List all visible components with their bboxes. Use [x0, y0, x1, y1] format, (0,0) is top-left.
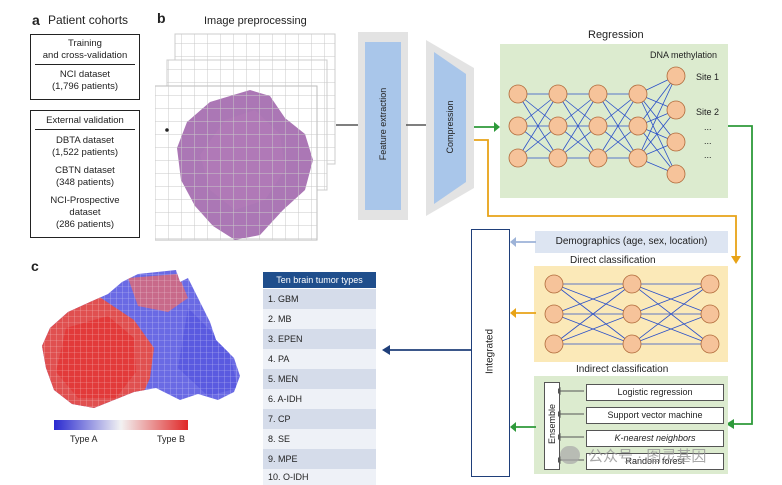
- watermark: 公众号 · 图灵基因: [588, 448, 707, 465]
- tumor-types-table: Ten brain tumor types 1. GBM 2. MB 3. EP…: [263, 272, 376, 485]
- regression-panel: DNA methylation Site 1 Site 2 ... ... ..…: [500, 44, 728, 198]
- tumor-row: 9. MPE: [263, 449, 376, 469]
- arrow-from-direct: [510, 308, 536, 318]
- cbtn-dataset-name: CBTN dataset: [55, 165, 115, 176]
- demographics-box: Demographics (age, sex, location): [535, 231, 728, 253]
- regression-network: [508, 66, 686, 184]
- slide-tiles-illustration: [155, 33, 336, 241]
- compression-block: [426, 40, 474, 216]
- integrated-label: Integrated: [484, 328, 496, 375]
- ellipsis-1: ...: [704, 122, 712, 132]
- external-validation-box: External validation DBTA dataset (1,522 …: [30, 110, 140, 238]
- panel-b-letter: b: [157, 10, 166, 26]
- logistic-regression-box: Logistic regression: [586, 384, 724, 401]
- arrow-from-demographics: [510, 237, 536, 247]
- training-box: Training and cross-validation NCI datase…: [30, 34, 140, 100]
- compression-label: Compression: [445, 100, 455, 154]
- tumor-row: 3. EPEN: [263, 329, 376, 349]
- tumor-row: 7. CP: [263, 409, 376, 429]
- image-preprocessing-label: Image preprocessing: [204, 15, 307, 27]
- tumor-table-header: Ten brain tumor types: [263, 272, 376, 288]
- tumor-row: 8. SE: [263, 429, 376, 449]
- external-title: External validation: [35, 115, 135, 130]
- direct-classification-network: [544, 274, 720, 354]
- arrow-to-regression: [474, 122, 500, 132]
- ncip-dataset-name-1: NCI-Prospective: [50, 195, 120, 206]
- wechat-icon: [560, 446, 580, 464]
- ncip-dataset-patients: (286 patients): [55, 219, 115, 230]
- orange-flow-arrow: [474, 139, 741, 264]
- ellipsis-2: ...: [704, 136, 712, 146]
- nci-dataset-patients: (1,796 patients): [51, 81, 118, 92]
- feature-extraction-block: Feature extraction: [358, 32, 408, 220]
- tumor-row: 5. MEN: [263, 369, 376, 389]
- ensemble-label: Ensemble: [547, 403, 557, 445]
- tumor-row: 4. PA: [263, 349, 376, 369]
- random-forest-box: Random forest: [586, 453, 724, 470]
- ncip-dataset-name-2: dataset: [69, 207, 101, 218]
- panel-a-letter: a: [32, 12, 40, 28]
- nci-dataset-name: NCI dataset: [59, 69, 111, 80]
- ensemble-box: [544, 382, 560, 470]
- colorbar-left-label: Type A: [70, 434, 98, 444]
- dbta-dataset-patients: (1,522 patients): [51, 147, 118, 158]
- dna-methylation-label: DNA methylation: [650, 50, 718, 60]
- site1-label: Site 1: [696, 72, 720, 82]
- dbta-dataset-name: DBTA dataset: [56, 135, 114, 146]
- tumor-row: 6. A-IDH: [263, 389, 376, 409]
- ellipsis-3: ...: [704, 150, 712, 160]
- tumor-row: 10. O-IDH: [263, 469, 376, 485]
- regression-label: Regression: [588, 29, 644, 41]
- green-flow-arrow: [726, 125, 753, 429]
- knn-box: K-nearest neighbors: [586, 430, 724, 447]
- colorbar-right-label: Type B: [157, 434, 186, 444]
- tumor-heatmap: [42, 270, 240, 408]
- colorbar: [54, 420, 188, 430]
- cbtn-dataset-patients: (348 patients): [55, 177, 115, 188]
- arrow-from-indirect: [510, 422, 536, 432]
- arrow-to-tumor-table: [382, 345, 472, 355]
- panel-c-letter: c: [31, 258, 39, 274]
- tumor-row: 1. GBM: [263, 289, 376, 309]
- feature-extraction-label: Feature extraction: [378, 87, 388, 161]
- training-title-2: and cross-validation: [35, 50, 135, 65]
- direct-classification-label: Direct classification: [570, 255, 656, 266]
- svm-box: Support vector machine: [586, 407, 724, 424]
- site2-label: Site 2: [696, 107, 720, 117]
- panel-a-title: Patient cohorts: [48, 13, 129, 27]
- training-title-1: Training: [68, 38, 102, 49]
- tumor-row: 2. MB: [263, 309, 376, 329]
- indirect-classification-label: Indirect classification: [576, 364, 669, 375]
- integrated-box: Integrated: [471, 229, 510, 477]
